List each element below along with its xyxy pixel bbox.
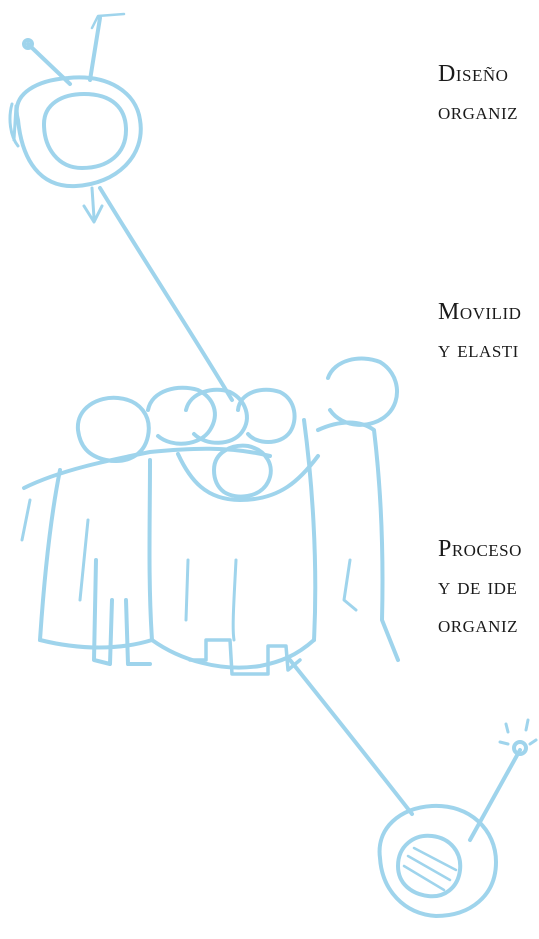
radio-device-icon [380, 720, 536, 916]
connector-lines [100, 188, 412, 814]
topic-heading: Movilid y elasti [438, 300, 521, 362]
antenna-device-icon [10, 14, 141, 222]
topic-line: Diseño [438, 62, 518, 86]
topic-line: organiz [438, 613, 522, 637]
topic-line: y elasti [438, 338, 521, 362]
topic-line: Proceso [438, 537, 522, 561]
topic-heading: Diseño organiz [438, 62, 518, 124]
topic-line: Movilid [438, 300, 521, 324]
people-group-illustration [22, 359, 398, 674]
topic-line: organiz [438, 100, 518, 124]
topic-line: y de ide [438, 575, 522, 599]
topic-heading: Proceso y de ide organiz [438, 537, 522, 637]
